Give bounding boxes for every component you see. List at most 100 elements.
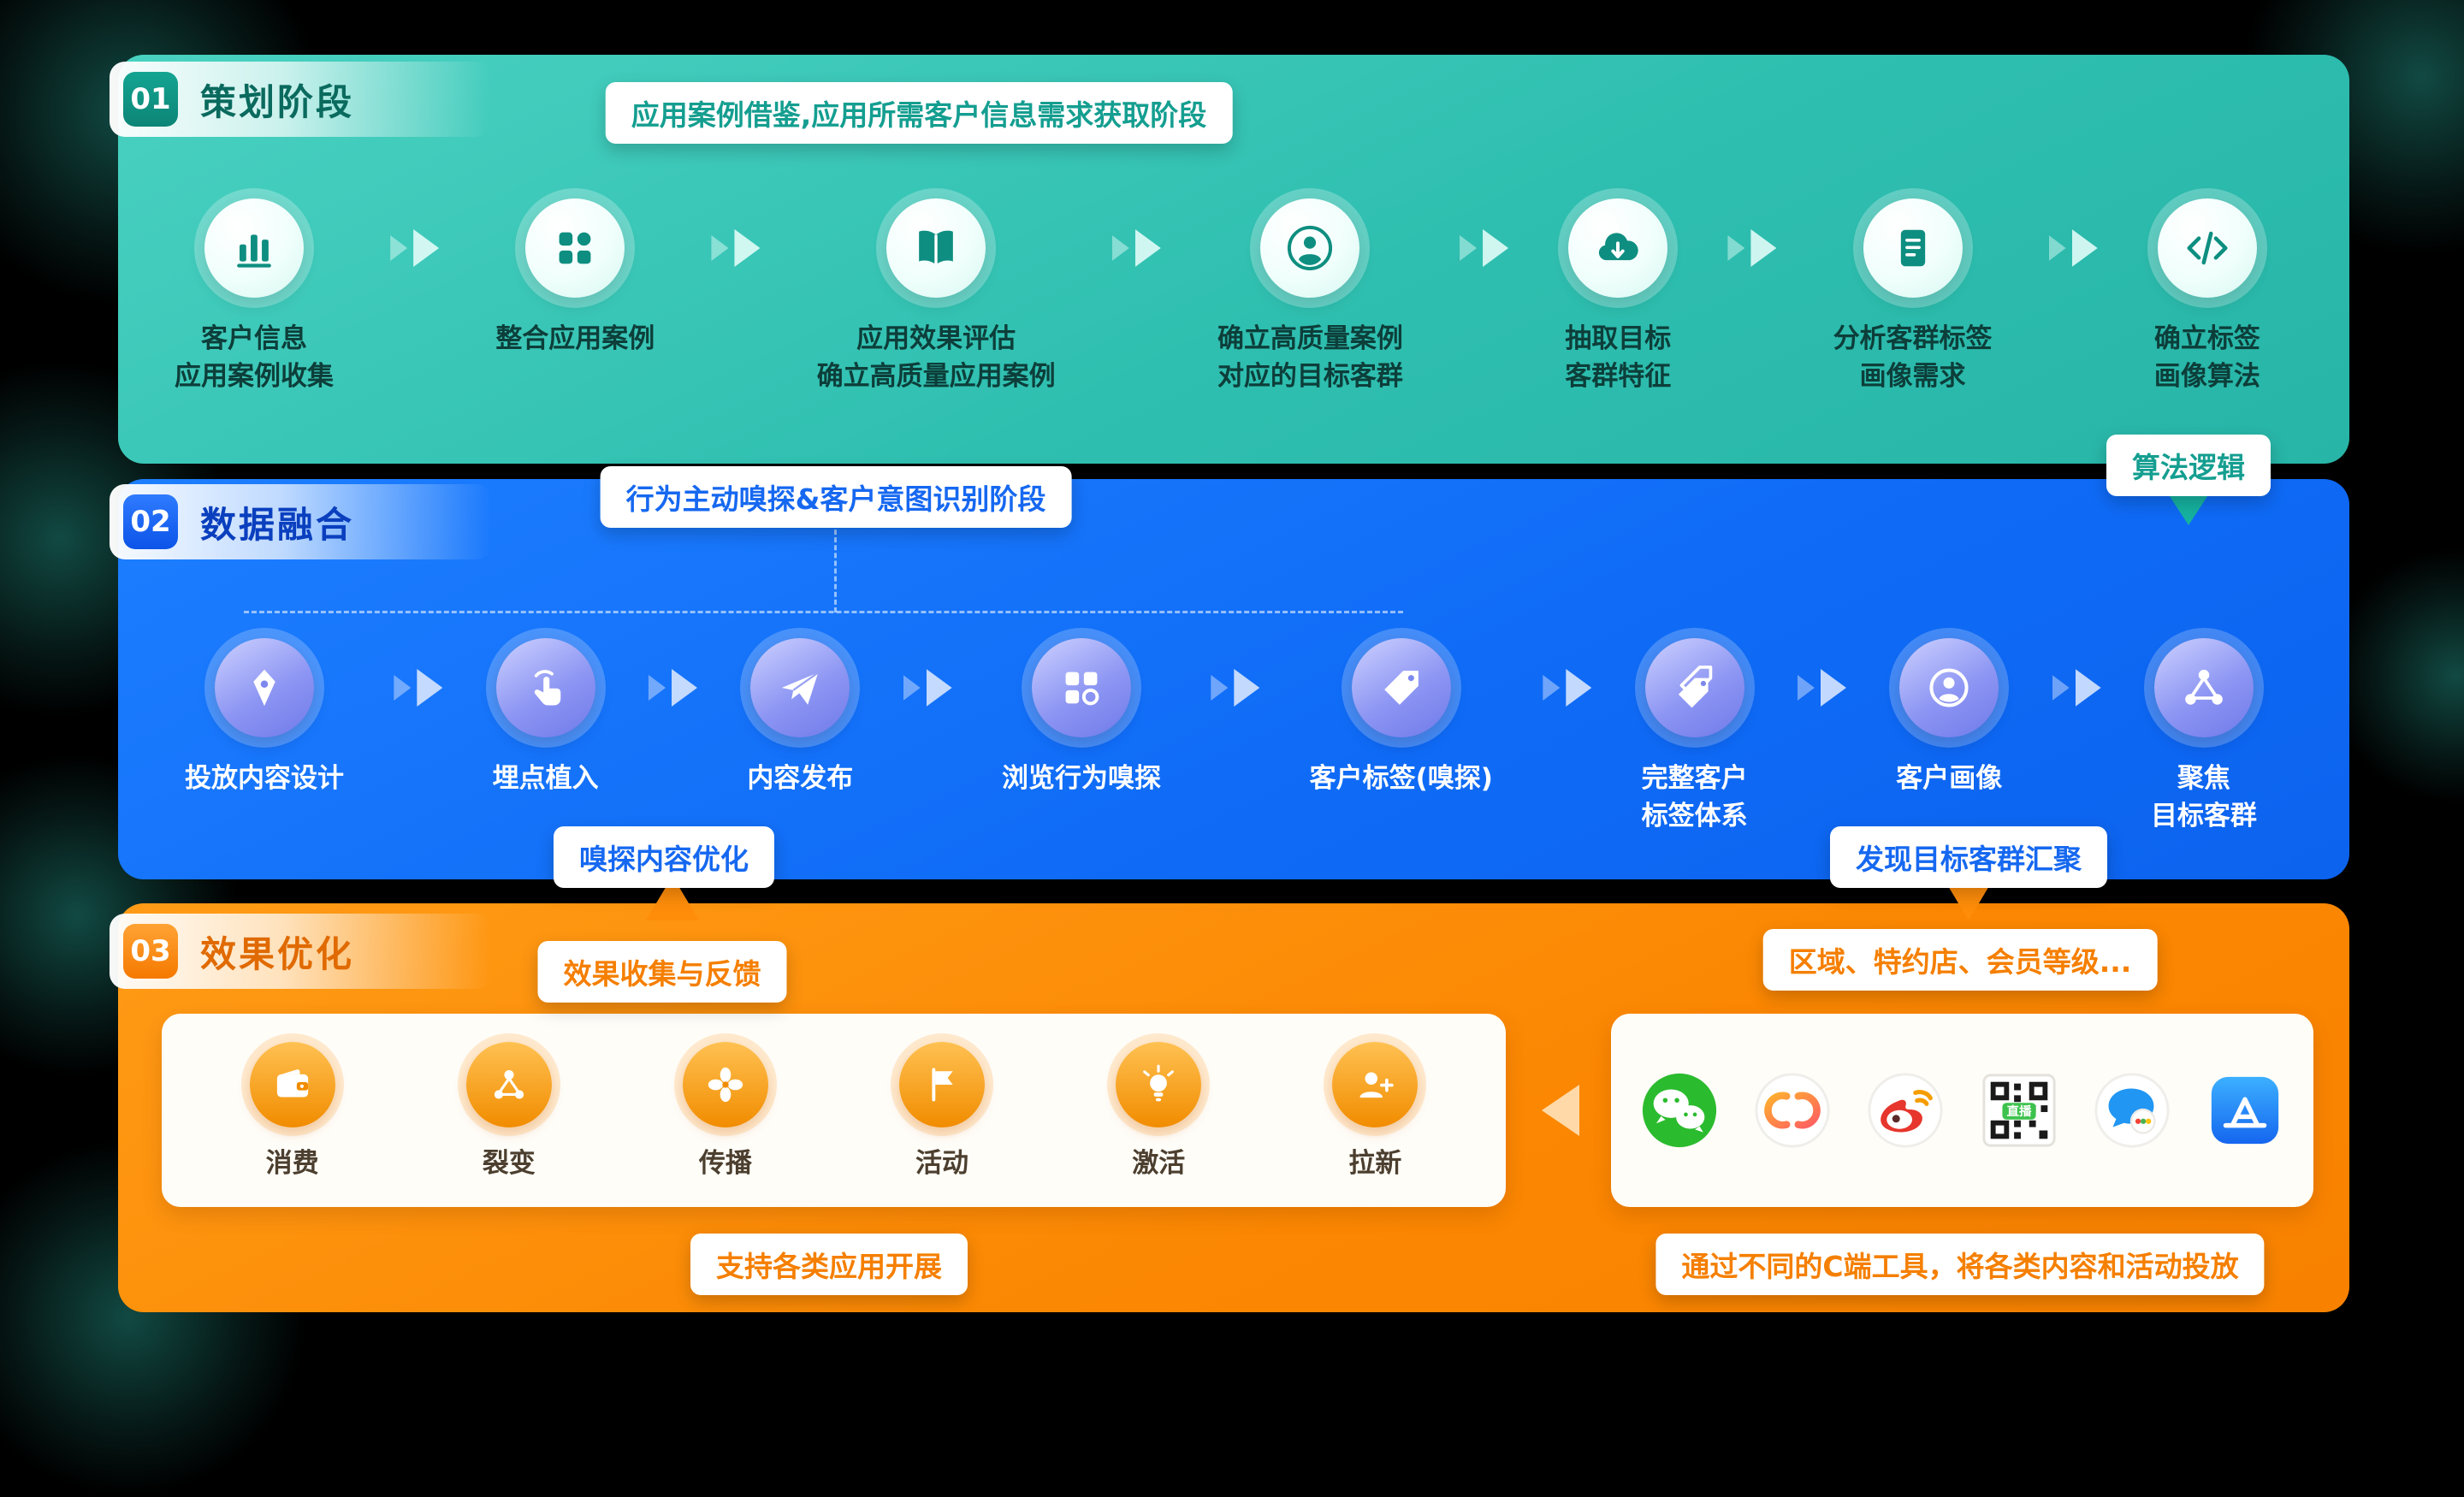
phase2-steps-row: 投放内容设计 埋点植入 内容发布 浏览行为嗅探: [185, 638, 2257, 835]
appstore-icon: [2205, 1070, 2285, 1151]
app-label: 裂变: [482, 1147, 536, 1179]
open-book-icon: [886, 198, 986, 298]
pen-icon: [215, 638, 314, 737]
flow-arrow-icon: [648, 669, 697, 707]
app-label: 激活: [1132, 1147, 1186, 1179]
discover-cluster-pill: 发现目标客群汇聚: [1830, 826, 2107, 888]
live-badge: 直播: [2006, 1104, 2031, 1119]
flow-arrow-icon: [2052, 669, 2101, 707]
app-label: 拉新: [1348, 1147, 1402, 1179]
step-label: 整合应用案例: [495, 323, 655, 354]
algorithm-logic-pill: 算法逻辑: [2106, 435, 2271, 496]
phase2-step-portrait: 客户画像: [1896, 638, 2002, 797]
phase-number: 01: [123, 72, 178, 127]
phase1-step-evaluate: 应用效果评估 确立高质量应用案例: [817, 198, 1056, 395]
app-label: 传播: [698, 1147, 752, 1179]
user-add-icon: [1332, 1041, 1419, 1127]
phase-number: 03: [123, 924, 178, 979]
phase2-step-customer-tag: 客户标签(嗅探): [1310, 638, 1493, 797]
tags-icon: [1644, 638, 1744, 737]
target-customer-icon: [1260, 198, 1360, 298]
dashed-connector-line: [834, 522, 837, 612]
step-label: 客户画像: [1896, 763, 2003, 794]
phase1-step-extract: 抽取目标 客群特征: [1565, 198, 1671, 395]
step-label: 应用效果评估 确立高质量应用案例: [816, 323, 1056, 393]
step-label: 聚焦 目标客群: [2150, 763, 2257, 832]
tap-icon: [495, 638, 595, 737]
profile-circle-icon: [1899, 638, 1999, 737]
flow-arrow-icon: [903, 669, 952, 707]
report-bars-icon: [204, 198, 304, 298]
weibo-icon: [1865, 1070, 1946, 1151]
phase2-step-content-design: 投放内容设计: [185, 638, 344, 797]
flag-icon: [899, 1041, 986, 1127]
step-label: 确立高质量案例 对应的目标客群: [1217, 323, 1403, 393]
flow-arrow-icon: [711, 229, 761, 267]
phase1-step-analyze: 分析客群标签 画像需求: [1833, 198, 1993, 395]
app-label: 活动: [915, 1147, 969, 1179]
app-activate: 激活: [1116, 1041, 1202, 1180]
wallet-icon: [249, 1041, 335, 1127]
phase2-step-sniff: 浏览行为嗅探: [1002, 638, 1161, 797]
browse-grid-icon: [1031, 638, 1131, 737]
phase1-badge: 01 策划阶段: [110, 62, 492, 137]
app-label: 消费: [265, 1147, 319, 1179]
flow-arrow-icon: [1211, 669, 1260, 707]
app-spread: 传播: [682, 1041, 768, 1180]
network-share-icon: [2153, 638, 2254, 737]
phase3-badge: 03 效果优化: [110, 914, 492, 989]
step-label: 抽取目标 客群特征: [1565, 323, 1672, 393]
flow-arrow-icon: [394, 669, 443, 707]
grid-apps-icon: [525, 198, 625, 298]
phase2-step-tracking: 埋点植入: [493, 638, 599, 797]
dashed-connector-line: [244, 611, 1403, 613]
applications-card: 消费 裂变 传播 活动 激活 拉新: [162, 1014, 1506, 1207]
lamp-icon: [1116, 1041, 1202, 1127]
code-icon: [2157, 198, 2257, 298]
step-label: 客户标签(嗅探): [1309, 763, 1493, 794]
tag-icon: [1351, 638, 1451, 737]
cloud-extract-icon: [1568, 198, 1668, 298]
phase2-step-publish: 内容发布: [747, 638, 853, 797]
channels-card: 直播: [1611, 1014, 2313, 1207]
app-acquire: 拉新: [1332, 1041, 1419, 1180]
send-plane-icon: [750, 638, 850, 737]
step-label: 分析客群标签 画像需求: [1833, 323, 1993, 393]
step-label: 内容发布: [747, 763, 854, 794]
flow-arrow-icon: [390, 229, 440, 267]
phase-title: 策划阶段: [200, 80, 355, 123]
feedback-pill: 效果收集与反馈: [537, 941, 787, 1003]
step-label: 完整客户 标签体系: [1641, 763, 1748, 832]
phase2-step-focus: 聚焦 目标客群: [2151, 638, 2257, 835]
sniff-optimize-pill: 嗅探内容优化: [554, 826, 774, 888]
spread-fan-icon: [682, 1041, 768, 1127]
flow-arrow-icon: [1460, 229, 1509, 267]
phase-number: 02: [123, 494, 178, 549]
step-label: 投放内容设计: [185, 763, 344, 794]
flow-arrow-icon: [1111, 229, 1161, 267]
app-fission: 裂变: [465, 1041, 552, 1180]
step-label: 客户信息 应用案例收集: [175, 323, 334, 393]
phase2-step-tag-system: 完整客户 标签体系: [1642, 638, 1748, 835]
flow-arrow-icon: [1797, 669, 1846, 707]
phase2-banner-pill: 行为主动嗅探&客户意图识别阶段: [600, 466, 1072, 528]
step-label: 浏览行为嗅探: [1001, 763, 1161, 794]
step-label: 埋点植入: [492, 763, 599, 794]
app-activity: 活动: [899, 1041, 986, 1180]
flow-arrow-icon: [1543, 669, 1592, 707]
tools-pill: 通过不同的C端工具，将各类内容和活动投放: [1656, 1234, 2265, 1295]
phase-title: 数据融合: [200, 503, 355, 546]
phase1-banner-pill: 应用案例借鉴,应用所需客户信息需求获取阶段: [605, 82, 1233, 144]
phase1-step-collect: 客户信息 应用案例收集: [175, 198, 334, 395]
chat-icon: [2092, 1070, 2172, 1151]
phase1-step-target-group: 确立高质量案例 对应的目标客群: [1217, 198, 1403, 395]
support-pill: 支持各类应用开展: [690, 1234, 968, 1295]
segments-pill: 区域、特约店、会员等级...: [1762, 929, 2158, 991]
flow-arrow-icon: [1727, 229, 1777, 267]
flow-arrow-icon: [2048, 229, 2098, 267]
wechat-icon: [1639, 1070, 1720, 1151]
app-consume: 消费: [249, 1041, 335, 1180]
phase-title: 效果优化: [200, 932, 355, 975]
label-doc-icon: [1863, 198, 1963, 298]
phase1-step-integrate: 整合应用案例: [495, 198, 654, 358]
